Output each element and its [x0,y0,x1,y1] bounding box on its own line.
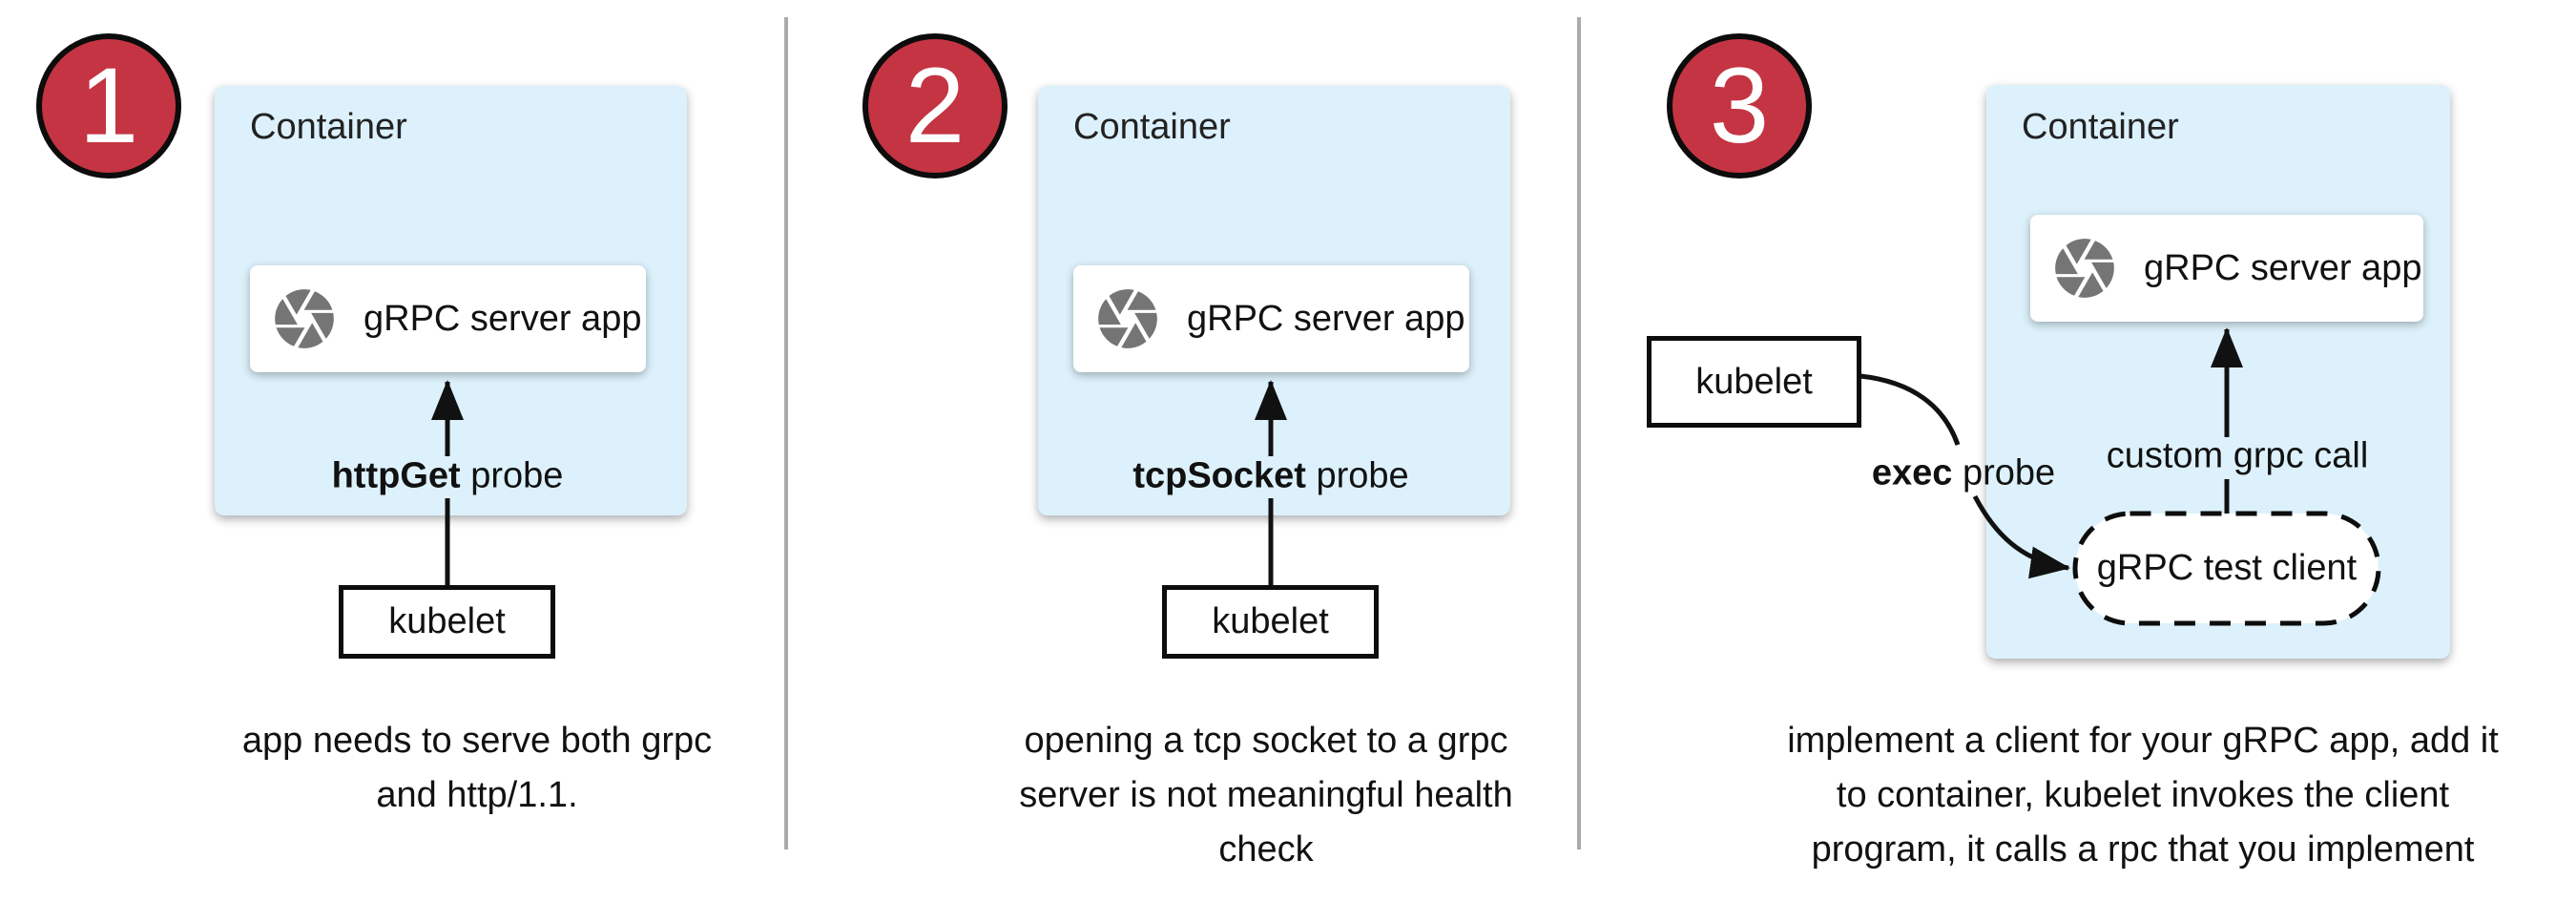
kubelet-box-1: kubelet [339,585,555,659]
grpc-server-app-label-2: gRPC server app [1187,298,1465,339]
kubelet-label-2: kubelet [1212,601,1329,641]
grpc-test-client-box: gRPC test client [2075,514,2379,623]
kubelet-label-3: kubelet [1695,361,1813,402]
caption-2: opening a tcp socket to a grpc server is… [1019,714,1513,877]
kubelet-label-1: kubelet [388,601,506,641]
grpc-server-app-box-3: gRPC server app [2030,215,2423,322]
aperture-icon [2049,233,2120,304]
grpc-test-client-label: gRPC test client [2096,548,2358,588]
grpc-server-app-label-1: gRPC server app [364,298,642,339]
step-number-1: 1 [78,46,139,165]
grpc-server-app-box-1: gRPC server app [250,265,646,372]
caption-3-line-3: program, it calls a rpc that you impleme… [1811,829,2475,870]
step-number-2: 2 [904,46,966,165]
container-label-2: Container [1073,107,1231,147]
probe-word-2: probe [1305,455,1409,496]
caption-2-line-1: opening a tcp socket to a grpc [1024,721,1508,761]
caption-3: implement a client for your gRPC app, ad… [1787,714,2499,877]
custom-grpc-call-label: custom grpc call [2106,435,2369,476]
kubelet-box-2: kubelet [1162,585,1379,659]
panel-divider-2 [1577,17,1581,850]
probe-type-2: tcpSocket [1132,455,1306,496]
probe-word-1: probe [460,455,564,496]
caption-1: app needs to serve both grpc and http/1.… [242,714,712,823]
aperture-icon [1092,283,1163,354]
caption-1-line-1: app needs to serve both grpc [241,721,713,761]
exec-probe-label: exec probe [1872,453,2055,494]
step-number-3: 3 [1709,46,1770,165]
probe-word-3: probe [1952,452,2056,493]
grpc-server-app-label-3: gRPC server app [2144,247,2422,288]
exec-probe-curve-upper [1859,373,1961,446]
httpget-probe-label: httpGet probe [332,456,564,497]
caption-2-line-3: check [1218,829,1314,870]
caption-1-line-2: and http/1.1. [376,775,578,815]
aperture-icon [269,283,340,354]
grpc-server-app-box-2: gRPC server app [1073,265,1469,372]
step-badge-2: 2 [862,33,1008,178]
probe-type-3: exec [1871,452,1953,493]
container-label-1: Container [250,107,407,147]
caption-3-line-1: implement a client for your gRPC app, ad… [1787,721,2499,761]
panel-divider-1 [784,17,788,850]
caption-2-line-2: server is not meaningful health [1019,775,1513,815]
kubelet-box-3: kubelet [1647,336,1861,428]
tcpsocket-probe-label: tcpSocket probe [1132,456,1408,497]
step-badge-1: 1 [36,33,181,178]
container-label-3: Container [2022,107,2179,147]
step-badge-3: 3 [1667,33,1812,178]
probe-type-1: httpGet [331,455,461,496]
caption-3-line-2: to container, kubelet invokes the client [1836,775,2450,815]
